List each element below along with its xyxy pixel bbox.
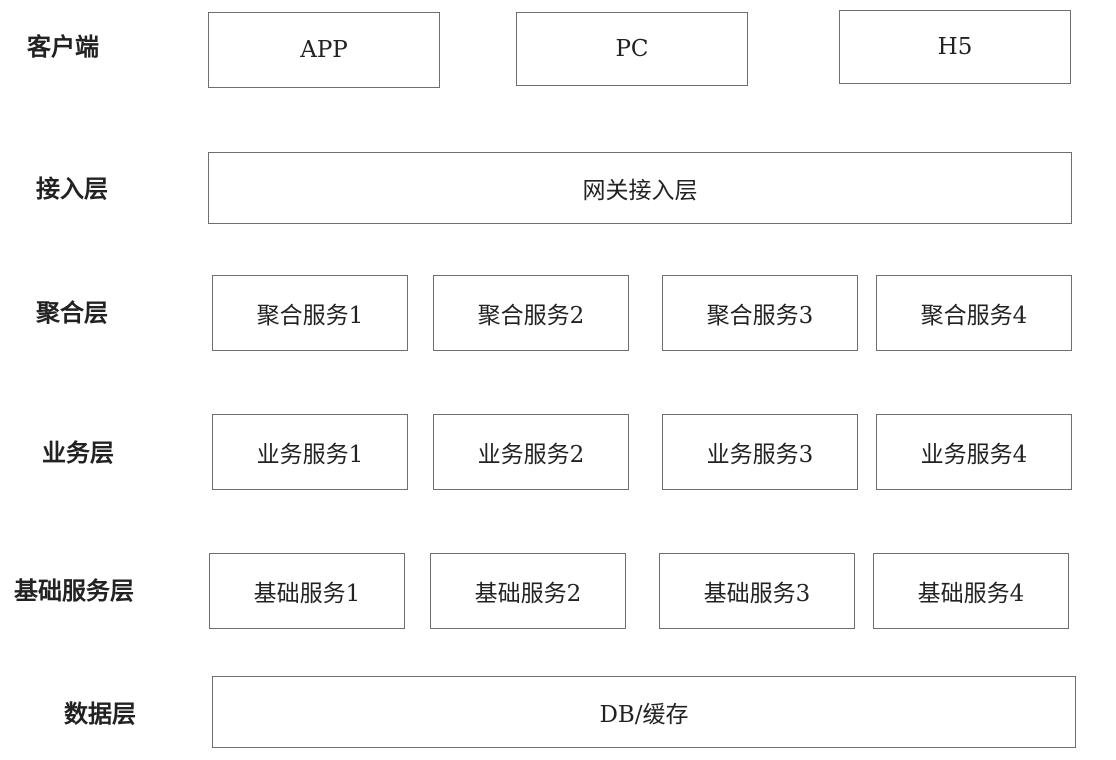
client-app-box: APP	[208, 12, 440, 88]
aggregation-service-1-box: 聚合服务1	[212, 275, 408, 351]
access-layer-label: 接入层	[36, 175, 108, 203]
business-service-3-box: 业务服务3	[662, 414, 858, 490]
business-service-4-box: 业务服务4	[876, 414, 1072, 490]
basic-service-4-box: 基础服务4	[873, 553, 1069, 629]
basic-service-1-box: 基础服务1	[209, 553, 405, 629]
basic-service-layer-label: 基础服务层	[14, 577, 134, 605]
client-h5-box: H5	[839, 10, 1071, 84]
aggregation-service-2-box: 聚合服务2	[433, 275, 629, 351]
business-layer-label: 业务层	[42, 439, 114, 467]
business-service-1-box: 业务服务1	[212, 414, 408, 490]
db-cache-box: DB/缓存	[212, 676, 1076, 748]
client-pc-box: PC	[516, 12, 748, 86]
gateway-access-box: 网关接入层	[208, 152, 1072, 224]
aggregation-service-3-box: 聚合服务3	[662, 275, 858, 351]
aggregation-layer-label: 聚合层	[36, 299, 108, 327]
basic-service-2-box: 基础服务2	[430, 553, 626, 629]
data-layer-label: 数据层	[64, 700, 136, 728]
business-service-2-box: 业务服务2	[433, 414, 629, 490]
aggregation-service-4-box: 聚合服务4	[876, 275, 1072, 351]
client-layer-label: 客户端	[27, 33, 99, 61]
basic-service-3-box: 基础服务3	[659, 553, 855, 629]
